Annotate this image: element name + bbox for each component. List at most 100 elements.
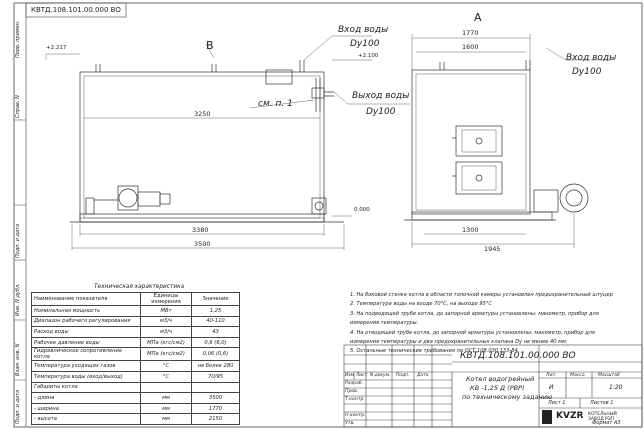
tech-cell-name: Номинальная мощность xyxy=(31,305,141,317)
water-inlet-size: Dy100 xyxy=(350,39,380,49)
stamp-role-checker: Пров. xyxy=(345,389,359,394)
top-code-box xyxy=(25,2,127,18)
tech-cell-value: не более 280 xyxy=(191,360,240,372)
water-outlet-size: Dy100 xyxy=(366,107,396,117)
tech-cell-unit: МВт xyxy=(140,305,192,317)
tech-cell-value: 70/95 xyxy=(191,370,240,383)
side-strip-first-use: Перв. примен. xyxy=(15,20,21,58)
tech-table-row: Габариты котла xyxy=(31,381,240,394)
tech-cell-unit: м3/ч xyxy=(140,326,192,338)
stamp-role-approved: Утв. xyxy=(345,421,355,426)
note-4: 4. На отводящей трубе котла, до запорной… xyxy=(350,329,595,336)
tech-cell-value: 3500 xyxy=(191,392,240,404)
dim-front-3380: 3380 xyxy=(192,226,209,234)
front-dimension-lines xyxy=(45,43,372,250)
tech-cell-value xyxy=(191,381,240,394)
tech-cell-value: 2150 xyxy=(191,413,240,425)
note-1: 1. На боковой стенке котла в области топ… xyxy=(350,292,613,298)
tech-cell-name: - ширина xyxy=(31,402,141,415)
sheet-count: Листов 1 xyxy=(590,400,614,406)
company-logo-text: KVZR xyxy=(556,411,584,421)
tech-header-name: Наименование показателя xyxy=(31,292,141,306)
note-5: 5. Остальные технические требования по О… xyxy=(350,348,520,355)
drawing-frame xyxy=(13,2,643,428)
stamp-col-sheet: Лист xyxy=(356,373,368,378)
water-inlet-size-side: Dy100 xyxy=(572,67,602,77)
dim-front-3250: 3250 xyxy=(194,110,211,118)
see-note-label: см. п. 1 xyxy=(258,99,293,109)
tech-cell-unit: МПа (кгс/см2) xyxy=(140,347,192,362)
stamp-col-change: Изм xyxy=(345,373,354,378)
title-line-2: КВ -1,25 Д (РВР) xyxy=(470,384,525,392)
view-label-front: B xyxy=(206,39,214,52)
scale-value: 1:20 xyxy=(609,384,623,391)
tech-cell-name: Расход воды xyxy=(31,326,141,338)
tech-cell-unit xyxy=(140,381,192,394)
tech-cell-value: 0,06 (0,6) xyxy=(191,347,240,362)
side-strip-dup-inv: Инв. N дубл. xyxy=(15,283,21,316)
tech-header-value: Значение xyxy=(191,292,240,306)
note-3-cont: измерения температуры. xyxy=(350,320,419,327)
dim-side-1945: 1945 xyxy=(484,245,501,253)
tech-table-title: Техническая характеристика xyxy=(94,284,185,290)
water-outlet-label: Выход воды xyxy=(352,91,410,101)
tech-cell-name: - высота xyxy=(31,413,141,425)
litera-value: И xyxy=(549,384,554,391)
side-strip-sign-date-1: Подп. и дата xyxy=(15,223,21,258)
dim-front-3500: 3500 xyxy=(194,240,211,248)
format-label: Формат А3 xyxy=(592,420,621,426)
stamp-role-ncontrol: Н.контр. xyxy=(345,413,366,418)
boiler-side-view xyxy=(404,60,589,221)
tech-cell-name: Температура уходящих газов xyxy=(31,360,141,372)
side-strip-ref-no: Справ. N xyxy=(15,95,21,118)
company-logo-mark xyxy=(542,410,552,424)
tech-header-unit: Единицы измерения xyxy=(140,292,192,306)
top-drawing-code: КВТД.108.101.00.000 ВО xyxy=(31,6,121,14)
general-notes: 1. На боковой стенке котла в области топ… xyxy=(350,291,613,357)
title-line-1: Котел водогрейный xyxy=(466,375,535,383)
tech-cell-unit: мм xyxy=(140,402,192,415)
level-mark-left: +2.217 xyxy=(46,45,67,51)
stamp-role-tcontrol: Т.контр. xyxy=(345,397,365,402)
company-name: КОТЕЛЬНЫЙ ЗАВОД РЭП xyxy=(588,412,617,422)
tech-cell-value: 1770 xyxy=(191,402,240,415)
tech-cell-unit: м3/ч xyxy=(140,315,192,328)
tech-cell-unit: °С xyxy=(140,360,192,372)
drawing-code: КВТД.108.101.00.000 ВО xyxy=(460,351,576,361)
tech-table-header: Наименование показателя Единицы измерени… xyxy=(31,292,240,306)
leader-lines xyxy=(249,35,610,109)
stamp-role-developer: Разраб. xyxy=(345,381,364,386)
tech-cell-unit: мм xyxy=(140,413,192,425)
tech-cell-value: 1,25 xyxy=(191,305,240,317)
side-dimension-lines xyxy=(411,34,575,248)
col-litera: Лит. xyxy=(546,373,557,378)
boiler-front-view xyxy=(70,60,344,223)
stamp-col-date: Дата xyxy=(417,373,429,378)
note-3: 3. На подводящей трубе котла, до запорно… xyxy=(350,310,599,317)
tech-cell-unit: °С xyxy=(140,370,192,383)
col-scale: Масштаб xyxy=(598,373,620,378)
tech-cell-value: 0,6 (6,0) xyxy=(191,336,240,349)
note-2: 2. Температура воды на входе 70°С, на вы… xyxy=(350,301,493,308)
title-block xyxy=(343,344,643,428)
tech-cell-value: 43 xyxy=(191,326,240,338)
tech-cell-name: Гидравлическое сопротивление котла xyxy=(31,347,141,362)
tech-cell-name: Диапазон рабочего регулирования xyxy=(31,315,141,328)
note-4-cont: измерения температуры и два предохраните… xyxy=(350,339,568,346)
tech-cell-name: Габариты котла xyxy=(31,381,141,394)
title-line-3: по техническому заданию xyxy=(462,393,553,401)
tech-table: Наименование показателя Единицы измерени… xyxy=(31,292,240,425)
water-inlet-label-side: Вход воды xyxy=(566,53,617,63)
stamp-col-doc: N докум. xyxy=(370,373,391,378)
sheet-number: Лист 1 xyxy=(548,400,566,406)
